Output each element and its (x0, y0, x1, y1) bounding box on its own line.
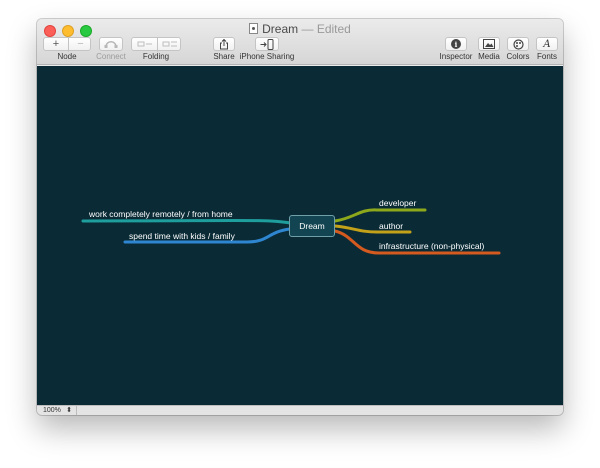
fonts-button[interactable]: A (536, 37, 558, 51)
unfold-icon (162, 41, 177, 47)
fonts-icon: A (543, 38, 551, 50)
inspector-label: Inspector (439, 52, 473, 61)
iphone-sharing-icon (260, 38, 274, 50)
node-developer[interactable]: developer (379, 198, 417, 208)
colors-button[interactable] (507, 37, 529, 51)
share-icon (220, 38, 228, 49)
mindmap-canvas[interactable]: work completely remotely / from home spe… (37, 66, 563, 405)
zoom-control[interactable]: 100% ⬍ (37, 406, 77, 415)
media-label: Media (478, 52, 500, 61)
color-palette-icon (512, 38, 524, 50)
connect-icon (104, 41, 118, 48)
media-button[interactable] (478, 37, 500, 51)
fold-icon (137, 41, 152, 47)
connect-label: Connect (96, 52, 126, 61)
title-separator: — (301, 22, 314, 36)
unfold-button[interactable] (158, 40, 182, 48)
share-button[interactable] (213, 37, 235, 51)
branch-kids-family (123, 227, 292, 244)
iphone-sharing-button[interactable] (255, 37, 279, 51)
node-infrastructure[interactable]: infrastructure (non-physical) (379, 241, 485, 251)
remove-node-button[interactable]: − (77, 38, 84, 50)
branch-developer (333, 208, 427, 223)
connect-button[interactable] (99, 37, 123, 51)
node-kids-family[interactable]: spend time with kids / family (129, 231, 235, 241)
fonts-label: Fonts (536, 52, 557, 61)
branch-infrastructure (333, 229, 501, 255)
fold-button[interactable] (132, 40, 157, 48)
folding-segmented-control (131, 37, 182, 52)
folding-label: Folding (142, 52, 170, 61)
document-name: Dream (262, 22, 299, 36)
zoom-level: 100% (43, 407, 61, 414)
node-label: Node (57, 52, 77, 61)
branch-author (333, 224, 412, 234)
central-node[interactable]: Dream (289, 215, 335, 237)
title-bar: Dream — Edited + − Node Connect (37, 19, 563, 65)
node-segmented-control: + − (43, 37, 91, 52)
mindmap-branches (81, 208, 501, 255)
add-node-button[interactable]: + (52, 38, 60, 50)
media-icon (483, 39, 495, 49)
window-title: Dream — Edited (37, 22, 563, 36)
colors-label: Colors (506, 52, 530, 61)
minimize-window-button[interactable] (62, 25, 74, 37)
node-remote-work[interactable]: work completely remotely / from home (89, 209, 233, 219)
zoom-stepper-icon[interactable]: ⬍ (66, 407, 72, 414)
branch-remote-work (81, 219, 292, 225)
edited-status: Edited (316, 22, 351, 36)
share-label: Share (213, 52, 235, 61)
inspector-icon: i (451, 39, 461, 49)
status-bar: 100% ⬍ (37, 405, 563, 415)
node-author[interactable]: author (379, 221, 404, 231)
inspector-button[interactable]: i (445, 37, 467, 51)
iphone-sharing-label: iPhone Sharing (239, 52, 295, 61)
zoom-window-button[interactable] (80, 25, 92, 37)
close-window-button[interactable] (44, 25, 56, 37)
app-window: Dream — Edited + − Node Connect (37, 19, 563, 415)
document-icon (249, 23, 259, 34)
